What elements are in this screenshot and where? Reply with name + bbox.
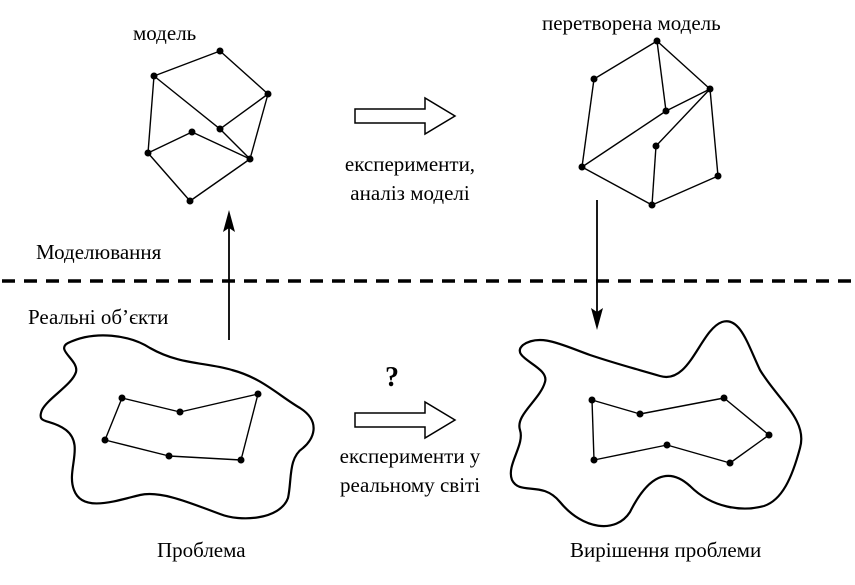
model-label: модель <box>133 21 197 45</box>
solution-label: Вирішення проблеми <box>570 538 762 562</box>
experiments-real-line1: експерименти у <box>339 444 481 468</box>
solution-graph-nodes <box>588 394 773 467</box>
problem-label: Проблема <box>157 538 246 562</box>
problem-graph-nodes <box>101 390 262 464</box>
transformed-model-label: перетворена модель <box>542 11 721 35</box>
problem-graph <box>104 393 259 461</box>
analysis-arrow <box>354 96 457 136</box>
experiments-real-line2: реальному світі <box>339 473 481 497</box>
solution-blob <box>509 320 803 528</box>
model-graph-nodes <box>144 47 272 205</box>
real-objects-label: Реальні об’єкти <box>28 305 169 329</box>
abstraction-arrow <box>223 210 235 340</box>
modeling-label: Моделювання <box>36 240 162 264</box>
application-arrow <box>591 200 603 330</box>
solution-graph <box>591 397 770 464</box>
transformed-model-graph <box>581 40 719 206</box>
model-graph <box>147 50 269 202</box>
transformed-model-nodes <box>578 37 722 209</box>
real-experiments-arrow <box>354 400 457 440</box>
experiments-model-line1: експерименти, <box>344 152 476 176</box>
problem-blob <box>39 334 315 520</box>
experiments-model-line2: аналіз моделі <box>350 181 470 205</box>
question-mark: ? <box>385 362 399 393</box>
